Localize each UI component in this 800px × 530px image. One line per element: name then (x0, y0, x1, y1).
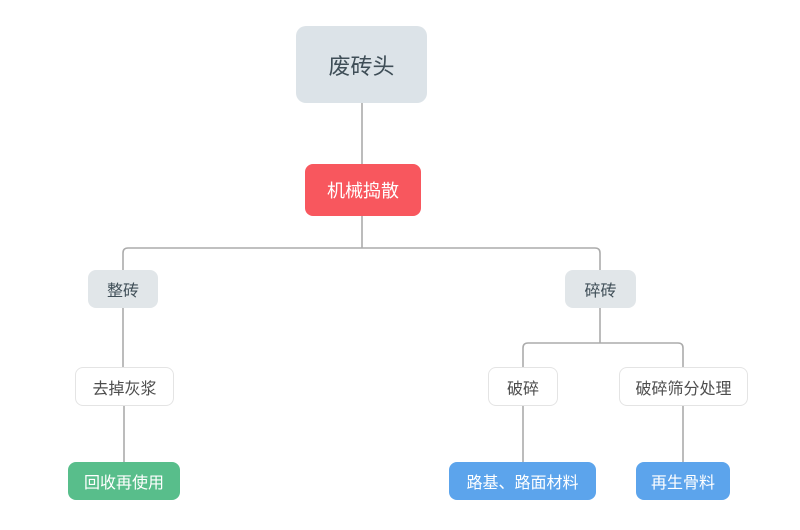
node-machine-break[interactable]: 机械捣散 (305, 164, 421, 216)
node-remove-mortar[interactable]: 去掉灰浆 (75, 367, 174, 406)
node-recycle-reuse[interactable]: 回收再使用 (68, 462, 180, 500)
node-crush-screen[interactable]: 破碎筛分处理 (619, 367, 748, 406)
node-crush[interactable]: 破碎 (488, 367, 558, 406)
node-recycled-aggregate[interactable]: 再生骨料 (636, 462, 730, 500)
node-whole-brick[interactable]: 整砖 (88, 270, 158, 308)
node-waste-brick[interactable]: 废砖头 (296, 26, 427, 103)
edge-broken-crush-screen (522, 342, 684, 367)
edge-machine-whole-broken (122, 247, 601, 270)
node-broken-brick[interactable]: 碎砖 (565, 270, 636, 308)
node-road-material[interactable]: 路基、路面材料 (449, 462, 596, 500)
